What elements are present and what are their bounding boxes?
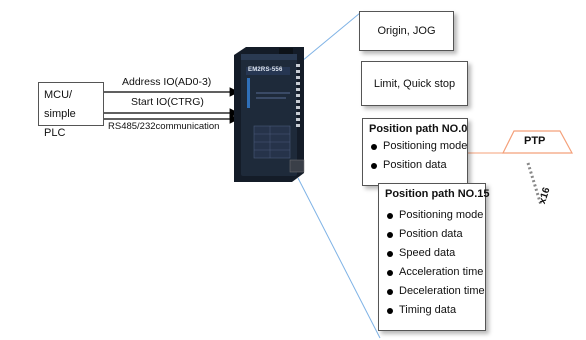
- position-path-15-item: Acceleration time: [385, 263, 483, 282]
- position-path-0-list: Positioning mode Position data: [369, 137, 467, 175]
- position-path-15-title: Position path NO.15: [385, 188, 490, 200]
- connector-line-bottom: [297, 177, 381, 339]
- ptp-label: PTP: [524, 135, 546, 147]
- controller-line2: simple PLC: [44, 108, 76, 139]
- position-path-15-item: Position data: [385, 225, 479, 244]
- origin-jog-box: Origin, JOG: [359, 11, 454, 51]
- position-path-15-item: Deceleration time: [385, 282, 485, 301]
- repeat-dotted-line: [526, 162, 543, 206]
- position-path-0-item: Position data: [369, 156, 461, 175]
- origin-jog-label: Origin, JOG: [377, 25, 436, 37]
- device-model-label: EM2RS-556: [248, 67, 283, 73]
- address-signal-label: Address IO(AD0-3): [122, 76, 212, 88]
- position-path-15-item: Speed data: [385, 244, 479, 263]
- comm-signal-label: RS485/232communication: [108, 121, 220, 132]
- controller-box: MCU/ simple PLC: [38, 82, 104, 139]
- position-path-15-list: Positioning mode Position data Speed dat…: [385, 206, 485, 320]
- limit-stop-box: Limit, Quick stop: [361, 61, 468, 106]
- position-path-15-item: Positioning mode: [385, 206, 483, 225]
- start-signal-label: Start IO(CTRG): [131, 96, 204, 108]
- controller-line1: MCU/: [44, 89, 73, 101]
- stepper-driver-device: [234, 47, 305, 182]
- position-path-15-box: Position path NO.15 Positioning mode Pos…: [378, 183, 490, 331]
- position-path-0-title: Position path NO.0: [369, 123, 468, 135]
- position-path-15-item: Timing data: [385, 301, 479, 320]
- position-path-0-box: Position path NO.0 Positioning mode Posi…: [362, 118, 468, 186]
- connector-line-top: [295, 12, 361, 67]
- ptp-trapezoid: [502, 130, 574, 154]
- position-path-0-item: Positioning mode: [369, 137, 467, 156]
- limit-stop-label: Limit, Quick stop: [373, 77, 456, 90]
